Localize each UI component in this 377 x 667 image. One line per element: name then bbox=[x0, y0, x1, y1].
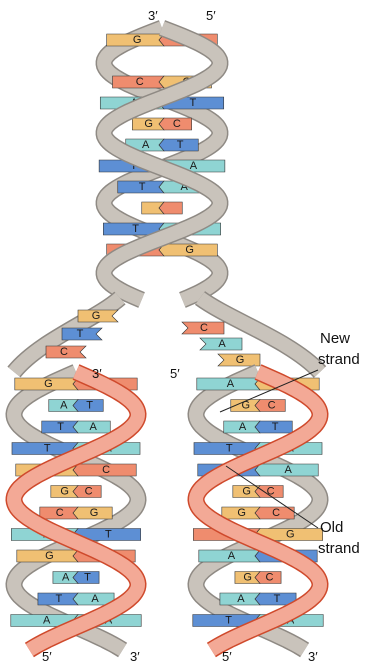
left-daughter-base-letter-left: T bbox=[55, 593, 62, 605]
left-daughter-base-letter-left: A bbox=[62, 572, 70, 584]
fork-left-base-letter: G bbox=[92, 310, 101, 322]
bottom-left-3prime-label: 3′ bbox=[130, 649, 140, 664]
parent-base-letter-left: G bbox=[144, 118, 153, 130]
right-daughter-base-letter-left: T bbox=[226, 443, 233, 455]
fork-right-base-letter: A bbox=[218, 338, 226, 350]
left-daughter-base-letter-right: T bbox=[84, 572, 91, 584]
left-daughter-base-letter-left: G bbox=[60, 486, 69, 498]
parent-base-letter-right: T bbox=[189, 97, 196, 109]
fork-left-base: C bbox=[46, 346, 86, 358]
fork-left-base: T bbox=[62, 328, 102, 340]
left-daughter-base-letter-right: A bbox=[91, 593, 99, 605]
parent-base-pair bbox=[142, 202, 183, 214]
right-daughter-base-pair: GC bbox=[222, 507, 294, 519]
right-daughter-base-letter-right: G bbox=[286, 529, 295, 541]
top-left-3prime-label: 3′ bbox=[148, 8, 158, 23]
old-strand-label-line1: Old bbox=[320, 519, 343, 536]
parent-base-letter-right: G bbox=[185, 244, 194, 256]
right-daughter-base-letter-left: A bbox=[227, 378, 235, 390]
left-daughter-base-letter-right: T bbox=[105, 529, 112, 541]
new-strand-label-line1: New bbox=[320, 330, 350, 347]
left-daughter-base-letter-left: T bbox=[57, 421, 64, 433]
fork-right-base: A bbox=[200, 338, 242, 350]
parent-base-right bbox=[159, 202, 182, 214]
parent-base-letter-left: C bbox=[136, 76, 144, 88]
fork-right-base-letter: C bbox=[200, 322, 208, 334]
right-daughter-base-pair: GC bbox=[231, 400, 285, 412]
fork-right-5prime-label: 5′ bbox=[170, 366, 180, 381]
parent-base-letter-right: T bbox=[177, 139, 184, 151]
fork-right-base: C bbox=[182, 322, 224, 334]
right-daughter-base-letter-left: A bbox=[237, 593, 245, 605]
right-daughter-base-letter-left: A bbox=[228, 550, 236, 562]
right-daughter-base-letter-right: C bbox=[272, 507, 280, 519]
top-right-5prime-label: 5′ bbox=[206, 8, 216, 23]
right-daughter-base-letter-right: T bbox=[274, 593, 281, 605]
left-daughter-base-letter-right: C bbox=[85, 486, 93, 498]
left-daughter-base-letter-right: A bbox=[89, 421, 97, 433]
fork-right-base: G bbox=[218, 354, 260, 366]
parent-base-letter-left: T bbox=[132, 223, 139, 235]
left-daughter-base-pair: GC bbox=[51, 486, 101, 498]
left-daughter-base-letter-left: T bbox=[44, 443, 51, 455]
right-daughter-base-letter-right: C bbox=[266, 572, 274, 584]
new-strand-label-line2: strand bbox=[318, 351, 360, 368]
fork-left-3prime-label: 3′ bbox=[92, 366, 102, 381]
right-daughter-base-letter-left: G bbox=[242, 486, 251, 498]
fork-right-base-letter: G bbox=[236, 354, 245, 366]
left-daughter-base-letter-right: C bbox=[102, 464, 110, 476]
parent-base-letter-right: A bbox=[190, 160, 198, 172]
right-daughter-base-letter-right: A bbox=[284, 464, 292, 476]
right-daughter-base-letter-left: A bbox=[239, 421, 247, 433]
fork-left-base: G bbox=[78, 310, 118, 322]
parent-base-letter-left: A bbox=[142, 139, 150, 151]
left-daughter-base-letter-left: G bbox=[45, 550, 54, 562]
old-strand-label-line2: strand bbox=[318, 540, 360, 557]
parent-base-letter-right: C bbox=[173, 118, 181, 130]
left-daughter-base-letter-left: G bbox=[44, 378, 53, 390]
right-daughter-base-letter-left: G bbox=[237, 507, 246, 519]
parent-base-letter-left: G bbox=[133, 34, 142, 46]
left-daughter-base-letter-right: T bbox=[86, 400, 93, 412]
bottom-right-5prime-label: 5′ bbox=[222, 649, 232, 664]
left-daughter-base-letter-left: C bbox=[56, 507, 64, 519]
fork-left-base-letter: C bbox=[60, 346, 68, 358]
bottom-right-3prime-label: 3′ bbox=[308, 649, 318, 664]
right-daughter-base-letter-right: T bbox=[272, 421, 279, 433]
parent-base-letter-left: T bbox=[139, 181, 146, 193]
left-daughter-base-letter-left: A bbox=[60, 400, 68, 412]
fork-left-base-letter: T bbox=[77, 328, 84, 340]
bottom-left-5prime-label: 5′ bbox=[42, 649, 52, 664]
left-daughter-base-letter-left: A bbox=[43, 615, 51, 627]
right-daughter-base-letter-right: C bbox=[268, 400, 276, 412]
right-daughter-base-letter-left: G bbox=[243, 572, 252, 584]
left-daughter-base-letter-right: G bbox=[90, 507, 99, 519]
right-daughter-base-letter-left: T bbox=[225, 615, 232, 627]
